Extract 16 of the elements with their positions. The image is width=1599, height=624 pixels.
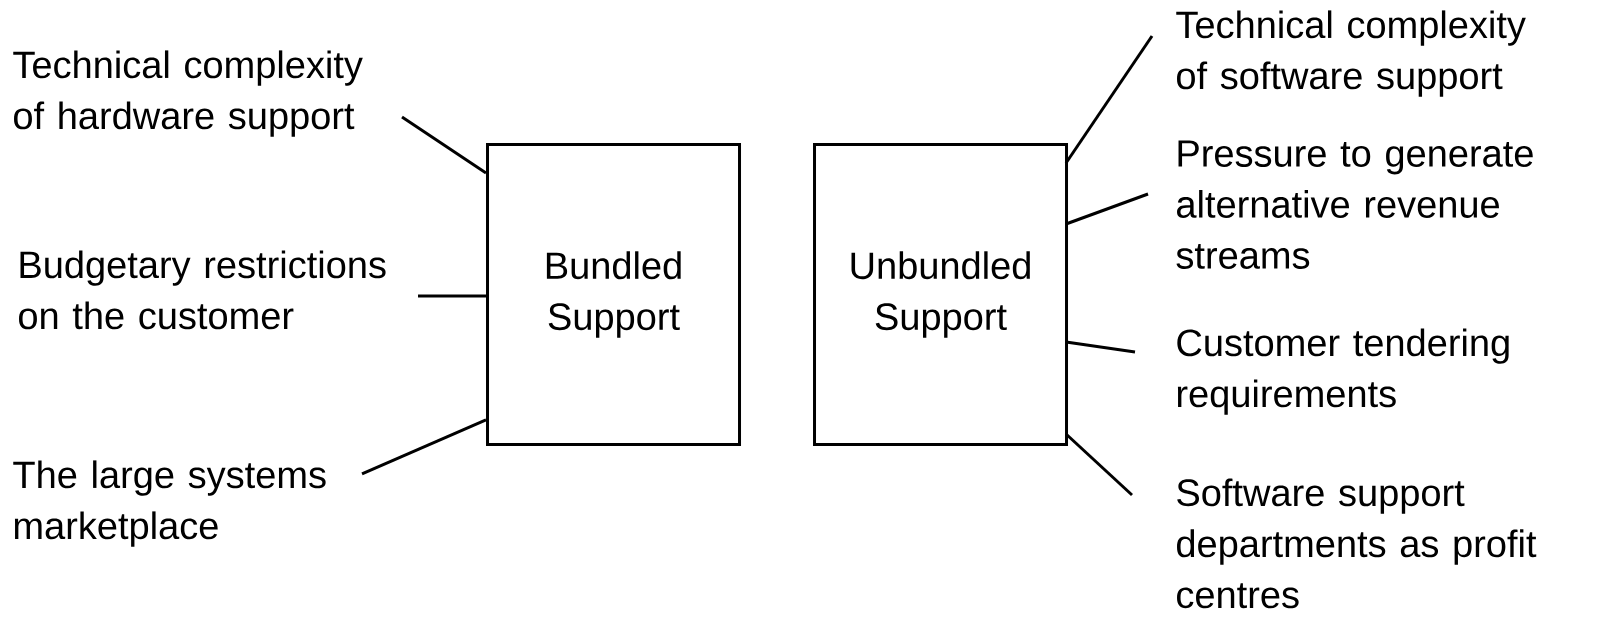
factor-label: Software support departments as profit centres — [1177, 478, 1537, 609]
factor-label: Technical complexity of software support — [1176, 10, 1526, 97]
process-box: Unbundled Support — [813, 143, 1068, 446]
factor-label: Budgetary restrictions on the customer — [19, 250, 386, 330]
factor-label: Pressure to generate alternative revenue streams — [1176, 140, 1533, 269]
connector-line — [401, 115, 487, 175]
connector-line — [361, 418, 487, 476]
connector-line — [1065, 432, 1134, 497]
connector-line — [418, 294, 486, 298]
connector-line — [1064, 35, 1154, 164]
connector-line — [1065, 192, 1149, 226]
factor-label: Technical complexity of hardware support — [13, 50, 363, 137]
factor-label: The large systems marketplace — [13, 460, 326, 547]
factor-label: Customer tendering requirements — [1177, 328, 1509, 415]
process-box: Bundled Support — [486, 143, 741, 446]
connector-line — [1065, 340, 1136, 354]
